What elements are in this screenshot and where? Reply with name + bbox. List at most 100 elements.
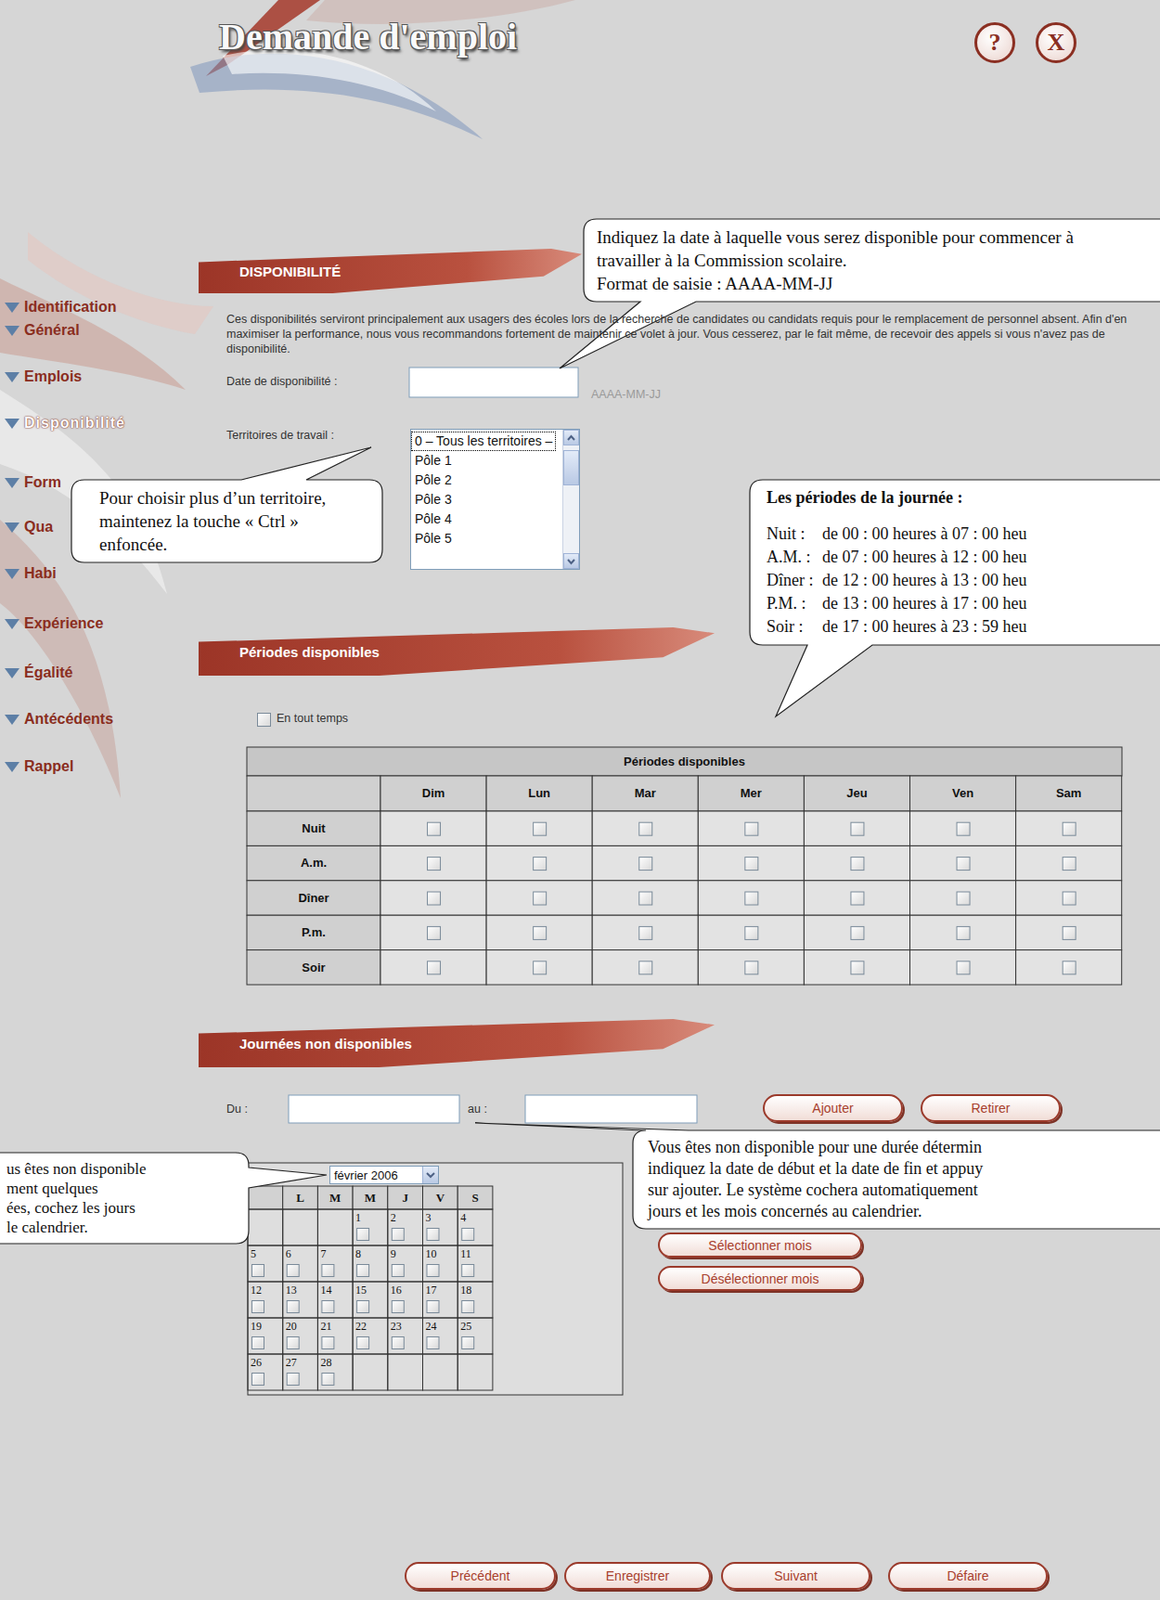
table-cell	[803, 880, 910, 916]
calendar-cell	[457, 1209, 493, 1246]
weekday-header: J	[387, 1185, 424, 1210]
list-item: Pôle 2	[411, 470, 456, 490]
table-cell	[910, 880, 1017, 916]
band-fill	[198, 248, 582, 294]
calendar-cell	[387, 1185, 424, 1210]
checkbox	[427, 891, 441, 905]
callout-text: de 17 : 00 heures à 23 : 59 heu	[822, 615, 1160, 639]
calendar-day: 10	[425, 1247, 438, 1262]
period-header: Dîner	[246, 880, 381, 916]
band-fill	[198, 627, 715, 676]
calendar-cell	[317, 1185, 353, 1210]
day-header: Lun	[486, 775, 593, 812]
calendar-day: 12	[250, 1283, 262, 1298]
calendar-cell	[387, 1245, 424, 1282]
calendar-cell	[352, 1185, 388, 1210]
callout-box: us êtes non disponiblement quelquesées, …	[0, 1152, 249, 1244]
calendar-cell	[352, 1317, 388, 1354]
date-input	[409, 367, 579, 398]
nav-arrow	[4, 325, 20, 336]
checkbox	[391, 1228, 404, 1241]
callout-text: P.M. :	[766, 592, 823, 616]
checkbox	[427, 926, 441, 940]
select-value: février 2006	[334, 1168, 399, 1183]
table-cell	[246, 915, 381, 950]
checkbox	[745, 926, 759, 940]
nav-link: Identification	[24, 298, 117, 316]
nav-link: Général	[24, 322, 80, 339]
checkbox	[426, 1228, 439, 1241]
checkbox	[956, 857, 970, 871]
table-cell	[803, 915, 910, 950]
calendar-day: 8	[355, 1247, 361, 1262]
calendar-cell	[423, 1317, 459, 1354]
table-cell	[697, 775, 804, 812]
table-cell	[486, 950, 593, 985]
nav-arrow	[4, 522, 20, 533]
calendar-day: 17	[425, 1283, 438, 1298]
callout-bubble	[559, 219, 1160, 369]
calendar-cell	[283, 1281, 319, 1318]
table-cell	[486, 845, 593, 880]
table-cell	[1016, 775, 1122, 812]
checkbox	[286, 1337, 299, 1350]
table-cell	[910, 845, 1017, 880]
checkbox	[322, 1373, 335, 1386]
calendar-day: 21	[320, 1319, 332, 1334]
weekday-header: M	[352, 1185, 388, 1210]
table-cell	[697, 915, 804, 950]
calendar-day: 6	[285, 1247, 292, 1262]
push-button: Précédent	[404, 1561, 556, 1590]
callout-text: ées, cochez les jours	[6, 1198, 236, 1218]
callout-box: Les périodes de la journée :Nuit :de 00 …	[749, 479, 1160, 645]
period-header: P.m.	[246, 915, 381, 950]
list-item: 0 – Tous les territoires –	[411, 431, 556, 452]
table-cell	[592, 845, 698, 880]
list-item: Pôle 3	[411, 489, 456, 510]
calendar-cell	[387, 1353, 424, 1391]
checkbox	[322, 1337, 335, 1350]
nav-link: Égalité	[24, 664, 73, 682]
arrow	[426, 1172, 435, 1177]
button-label: Suivant	[773, 1568, 818, 1584]
button-label: Ajouter	[812, 1100, 853, 1116]
table-cell	[592, 811, 698, 846]
format-hint: AAAA-MM-JJ	[591, 387, 661, 401]
table-cell	[910, 915, 1017, 950]
callout-text: de 12 : 00 heures à 13 : 00 heu	[822, 568, 1160, 593]
checkbox	[1062, 822, 1076, 836]
calendar-day: 11	[460, 1247, 472, 1262]
section-title: Périodes disponibles	[239, 644, 380, 660]
nav-arrow	[4, 668, 20, 679]
checkbox	[956, 822, 970, 836]
scrollbar	[562, 429, 580, 569]
icon-button: ?	[974, 22, 1016, 64]
calendar-frame	[247, 1162, 623, 1395]
calendar-cell	[423, 1185, 459, 1210]
callout-text: le calendrier.	[6, 1217, 236, 1238]
table-cell	[486, 880, 593, 916]
day-header: Sam	[1016, 775, 1122, 812]
calendar-cell	[283, 1245, 319, 1282]
nav-link: Antécédents	[24, 710, 114, 728]
day-header: Mer	[697, 775, 804, 812]
table-cell	[697, 880, 804, 916]
field-label: Territoires de travail :	[226, 428, 335, 442]
calendar-cell	[387, 1317, 424, 1354]
button-label: Désélectionner mois	[701, 1271, 820, 1287]
callout-text: Indiquez la date à laquelle vous serez d…	[596, 225, 1140, 272]
table-cell	[246, 775, 381, 812]
checkbox	[639, 961, 653, 975]
calendar-day: 3	[425, 1211, 432, 1225]
nav-arrow	[4, 761, 20, 773]
calendar-day: 4	[460, 1211, 466, 1225]
nav-link: Disponibilité	[24, 414, 126, 432]
button-label: Sélectionner mois	[708, 1237, 812, 1253]
field-label: Du :	[226, 1102, 248, 1116]
calendar-cell	[247, 1185, 284, 1210]
push-button: Retirer	[920, 1094, 1061, 1122]
list-item: Pôle 4	[411, 509, 456, 529]
callout-text: Vous êtes non disponible pour une durée …	[647, 1136, 1160, 1159]
nav-link: Form	[24, 474, 62, 491]
table-cell	[486, 811, 593, 846]
